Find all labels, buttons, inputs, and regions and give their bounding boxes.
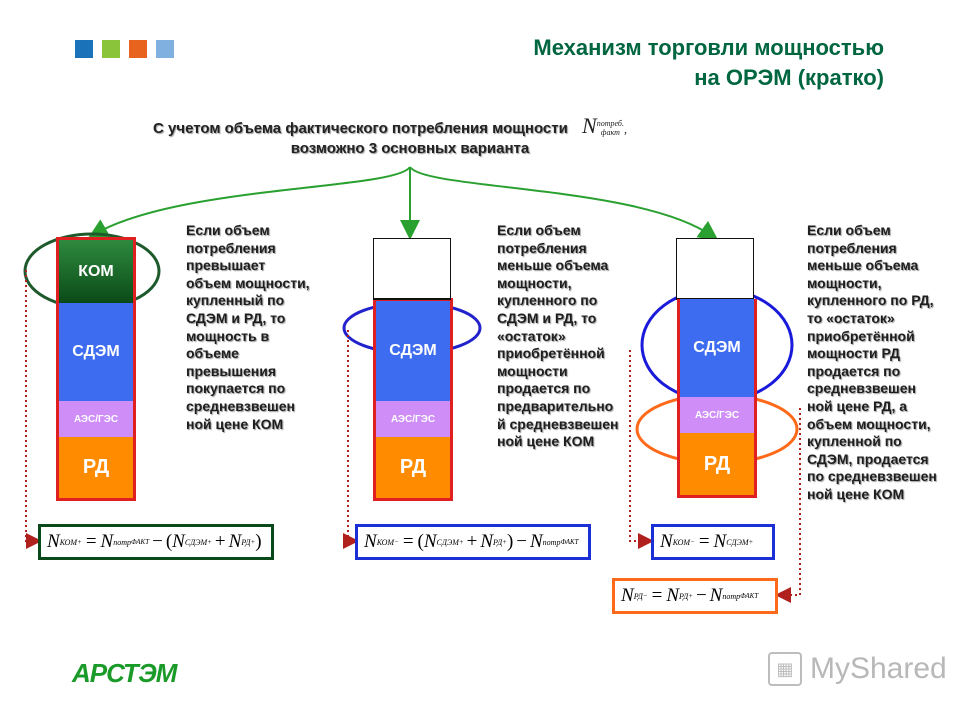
description-case-1: Если объем потребления превышает объем м… <box>186 222 310 432</box>
segment-sdem: СДЭМ <box>680 299 754 397</box>
symbol-sub: факт <box>600 127 620 137</box>
brand-square-orange <box>129 40 147 58</box>
segment-aes-ges: АЭС/ГЭС <box>376 401 450 437</box>
symbol-main: N <box>582 113 597 138</box>
segment-sdem: СДЭМ <box>59 303 133 401</box>
segment-sdem: СДЭМ <box>376 301 450 401</box>
symbol-tail: , <box>623 122 627 136</box>
segment-aes-ges: АЭС/ГЭС <box>59 401 133 437</box>
title-line-2: на ОРЭМ (кратко) <box>694 65 884 90</box>
myshared-logo: ▦ MyShared <box>768 652 947 686</box>
dotted-connector-4 <box>775 408 801 603</box>
description-case-3: Если объем потребления меньше объема мощ… <box>807 222 937 502</box>
dotted-connector-3 <box>629 350 654 549</box>
dotted-connector-1 <box>25 270 42 549</box>
column-3: СДЭМ АЭС/ГЭС РД <box>677 299 757 498</box>
title-line-1: Механизм торговли мощностью <box>533 35 884 60</box>
subtitle-line-1: С учетом объема фактического потребления… <box>80 113 700 139</box>
myshared-logo-text: MyShared <box>810 652 947 685</box>
subtitle-line-2: возможно 3 основных варианта <box>290 140 530 157</box>
symbol-sup: потреб. <box>596 118 624 128</box>
segment-kom: КОМ <box>59 240 133 303</box>
column-2: СДЭМ АЭС/ГЭС РД <box>373 298 453 501</box>
subtitle-text-1: С учетом объема фактического потребления… <box>153 120 568 137</box>
description-case-2: Если объем потребления меньше объема мощ… <box>497 222 619 450</box>
segment-aes-ges: АЭС/ГЭС <box>680 397 754 433</box>
column-2-empty-box <box>373 238 451 300</box>
column-3-empty-box <box>676 238 754 300</box>
page-title: Механизм торговли мощностью на ОРЭМ (кра… <box>533 33 884 93</box>
brand-square-blue <box>75 40 93 58</box>
presentation-icon: ▦ <box>768 652 802 686</box>
dotted-connector-2 <box>343 330 359 549</box>
segment-rd: РД <box>59 437 133 498</box>
brand-square-lightblue <box>156 40 174 58</box>
segment-rd: РД <box>376 437 450 498</box>
subtitle: С учетом объема фактического потребления… <box>100 115 720 159</box>
column-1: КОМ СДЭМ АЭС/ГЭС РД <box>56 237 136 501</box>
subtitle-symbol: N потреб. факт , <box>582 113 627 138</box>
segment-rd: РД <box>680 433 754 495</box>
brand-square-green <box>102 40 120 58</box>
arstem-logo: АРСТЭМ <box>72 658 177 688</box>
